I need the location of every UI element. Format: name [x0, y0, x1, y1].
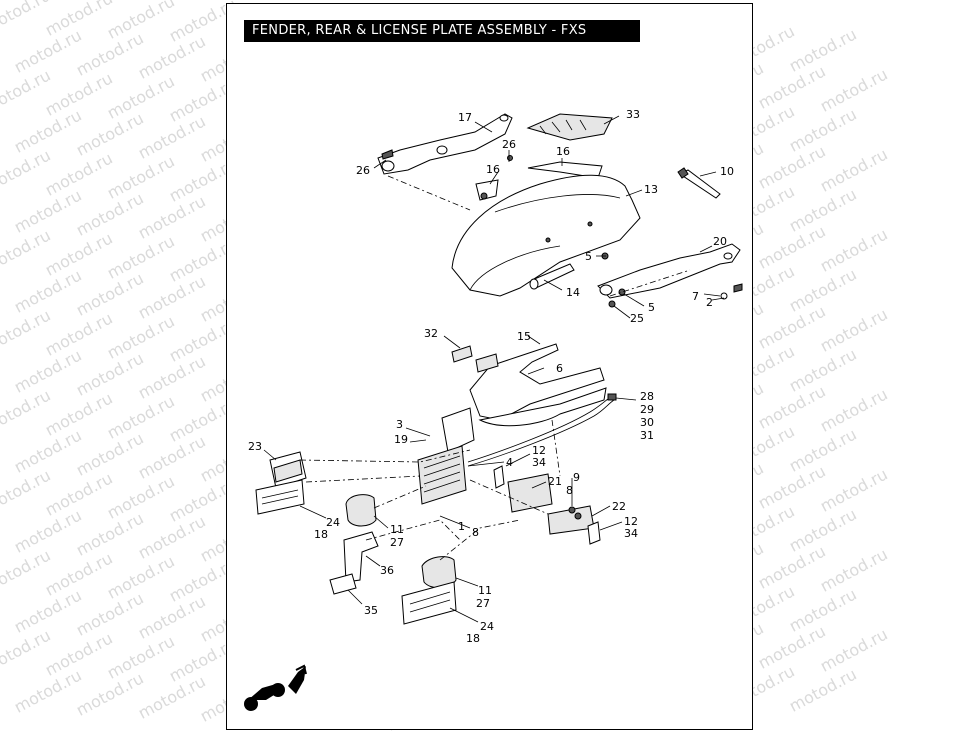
callout-15: 15	[517, 330, 531, 343]
callout-33: 33	[626, 108, 640, 121]
callout-27: 27	[476, 597, 490, 610]
callout-18: 18	[314, 528, 328, 541]
motorcycle-direction-icon	[244, 664, 307, 711]
license-light-housing	[417, 407, 475, 505]
callout-28: 28	[640, 390, 654, 403]
diagram-title: FENDER, REAR & LICENSE PLATE ASSEMBLY - …	[244, 20, 640, 42]
part-10-cable-tie	[677, 167, 721, 199]
callout-35: 35	[364, 604, 378, 617]
callout-10: 10	[720, 165, 734, 178]
callout-21: 21	[548, 475, 562, 488]
part-33-cover-plate	[526, 113, 613, 141]
part-36-bracket	[329, 531, 379, 595]
callout-7: 7	[692, 290, 699, 303]
callout-26: 26	[502, 138, 516, 151]
callout-20: 20	[713, 235, 727, 248]
callout-23: 23	[248, 440, 262, 453]
callout-30: 30	[640, 416, 654, 429]
callout-29: 29	[640, 403, 654, 416]
callout-18: 18	[466, 632, 480, 645]
part-21-22-reflectors	[493, 465, 601, 545]
callout-12: 12	[532, 444, 546, 457]
callout-12: 12	[624, 515, 638, 528]
callout-11: 11	[478, 584, 492, 597]
callout-1: 1	[458, 520, 465, 533]
callout-25: 25	[630, 312, 644, 325]
callout-24: 24	[480, 620, 494, 633]
part-13-rear-fender	[451, 174, 641, 297]
callout-leaders	[263, 115, 725, 623]
part-16-clips	[475, 161, 603, 201]
callout-numbers: 17 33 26 16 26 16 10 13 20 5 14 7 2 5 25…	[248, 108, 734, 645]
callout-16: 16	[556, 145, 570, 158]
callout-8: 8	[566, 484, 573, 497]
part-20-right-support	[597, 243, 741, 299]
callout-26: 26	[356, 164, 370, 177]
callout-6: 6	[556, 362, 563, 375]
callout-24: 24	[326, 516, 340, 529]
callout-8: 8	[472, 526, 479, 539]
part-23-tail-lamp	[255, 451, 307, 515]
callout-5: 5	[648, 301, 655, 314]
callout-11: 11	[390, 523, 404, 536]
callout-16: 16	[486, 163, 500, 176]
wire-harness-28-31	[467, 393, 617, 467]
callout-32: 32	[424, 327, 438, 340]
callout-34: 34	[624, 527, 638, 540]
callout-17: 17	[458, 111, 472, 124]
callout-5: 5	[585, 250, 592, 263]
callout-34: 34	[532, 456, 546, 469]
callout-4: 4	[506, 456, 513, 469]
part-14-spacer	[529, 263, 575, 290]
callout-22: 22	[612, 500, 626, 513]
callout-3: 3	[396, 418, 403, 431]
part-11-turn-signal-right	[401, 556, 457, 625]
callout-31: 31	[640, 429, 654, 442]
callout-19: 19	[394, 433, 408, 446]
part-11-turn-signal-left	[345, 494, 377, 527]
callout-2: 2	[706, 296, 713, 309]
assembly-guide-lines	[299, 175, 691, 561]
callout-27: 27	[390, 536, 404, 549]
part-15-bracket	[451, 343, 607, 427]
callout-9: 9	[573, 471, 580, 484]
part-17-left-support	[377, 113, 513, 175]
callout-14: 14	[566, 286, 580, 299]
callout-13: 13	[644, 183, 658, 196]
callout-36: 36	[380, 564, 394, 577]
